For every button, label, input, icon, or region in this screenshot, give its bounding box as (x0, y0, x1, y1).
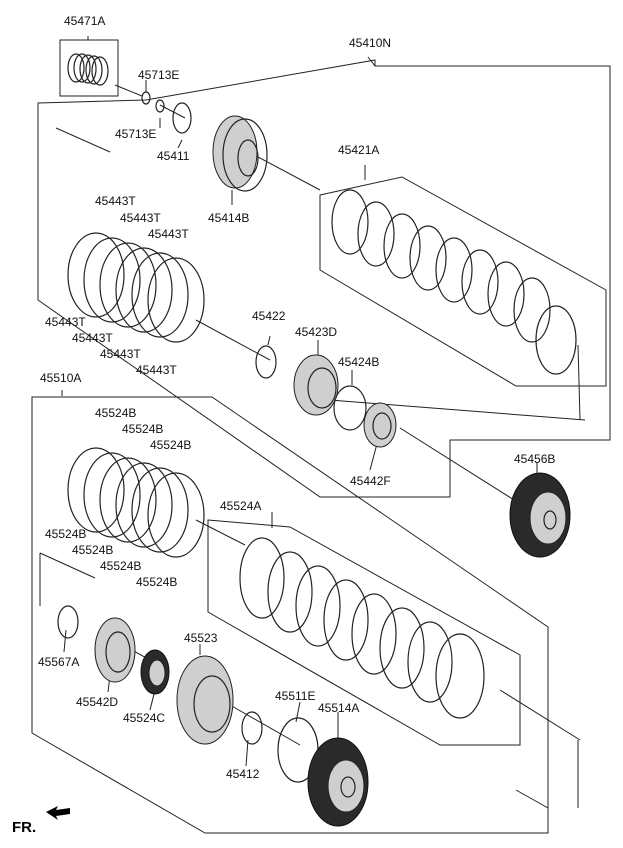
label-45524B-7: 45524B (136, 575, 177, 589)
front-label: FR. (12, 819, 36, 836)
spring-part (67, 53, 109, 86)
label-45414B: 45414B (208, 211, 249, 225)
label-45514A: 45514A (318, 701, 359, 715)
label-45524B-4: 45524B (45, 527, 86, 541)
snap-rings-45443T (67, 232, 205, 343)
label-45713E-top: 45713E (138, 68, 179, 82)
label-45443T-7: 45443T (136, 363, 177, 377)
front-arrow-icon (46, 806, 70, 820)
label-45524B-6: 45524B (100, 559, 141, 573)
guide-line (39, 552, 96, 579)
label-45542D: 45542D (76, 695, 118, 709)
leader-lines (61, 36, 586, 808)
input-shaft-drum (197, 115, 316, 192)
label-45524C: 45524C (123, 711, 165, 725)
label-45443T-2: 45443T (120, 211, 161, 225)
label-45471A: 45471A (64, 14, 105, 28)
snap-ring-small-a (141, 91, 151, 105)
label-45523: 45523 (184, 631, 218, 645)
drum-45514A (307, 737, 369, 827)
retainer-45442F (363, 402, 397, 448)
label-45443T-6: 45443T (100, 347, 141, 361)
label-45412: 45412 (226, 767, 260, 781)
ring-45422 (255, 345, 277, 379)
clutch-pack-45524A-outline (207, 519, 521, 746)
label-45443T-5: 45443T (72, 331, 113, 345)
snap-ring-small-b (155, 99, 165, 113)
o-ring-45411 (172, 102, 192, 134)
guide-line (55, 127, 111, 153)
piston-45523 (176, 655, 234, 745)
label-45524B-1: 45524B (95, 406, 136, 420)
label-45524B-2: 45524B (122, 422, 163, 436)
box-45471A (59, 39, 119, 97)
ring-45412 (241, 711, 263, 745)
label-45524B-5: 45524B (72, 543, 113, 557)
label-45423D: 45423D (295, 325, 337, 339)
label-45524A: 45524A (220, 499, 261, 513)
hub-45456B (509, 472, 571, 558)
label-45524B-3: 45524B (150, 438, 191, 452)
label-45410N: 45410N (349, 36, 391, 50)
label-45511E: 45511E (275, 689, 315, 703)
label-45443T-4: 45443T (45, 315, 86, 329)
clutch-plates-45421A (331, 189, 577, 375)
clutch-plates-45524A (239, 537, 485, 719)
guide-line (515, 789, 549, 809)
assembly-45510A-outline (31, 396, 549, 834)
assembly-45410N-outline (37, 59, 611, 498)
ring-45567A (57, 605, 79, 639)
label-45443T-3: 45443T (148, 227, 189, 241)
piston-45542D (94, 617, 136, 683)
label-45456B: 45456B (514, 452, 555, 466)
label-45567A: 45567A (38, 655, 79, 669)
snap-rings-45524B (67, 447, 205, 558)
label-45422: 45422 (252, 309, 286, 323)
label-45424B: 45424B (338, 355, 379, 369)
label-45411: 45411 (157, 149, 190, 163)
piston-45423D (293, 354, 339, 416)
label-45510A: 45510A (40, 371, 81, 385)
clutch-pack-45421A-outline (319, 176, 607, 387)
label-45442F: 45442F (350, 474, 391, 488)
label-45421A: 45421A (338, 143, 379, 157)
spring-45524C-inner (148, 659, 166, 687)
label-45713E-bottom: 45713E (115, 127, 156, 141)
label-45443T-1: 45443T (95, 194, 136, 208)
spring-plate-45424B (333, 385, 367, 431)
